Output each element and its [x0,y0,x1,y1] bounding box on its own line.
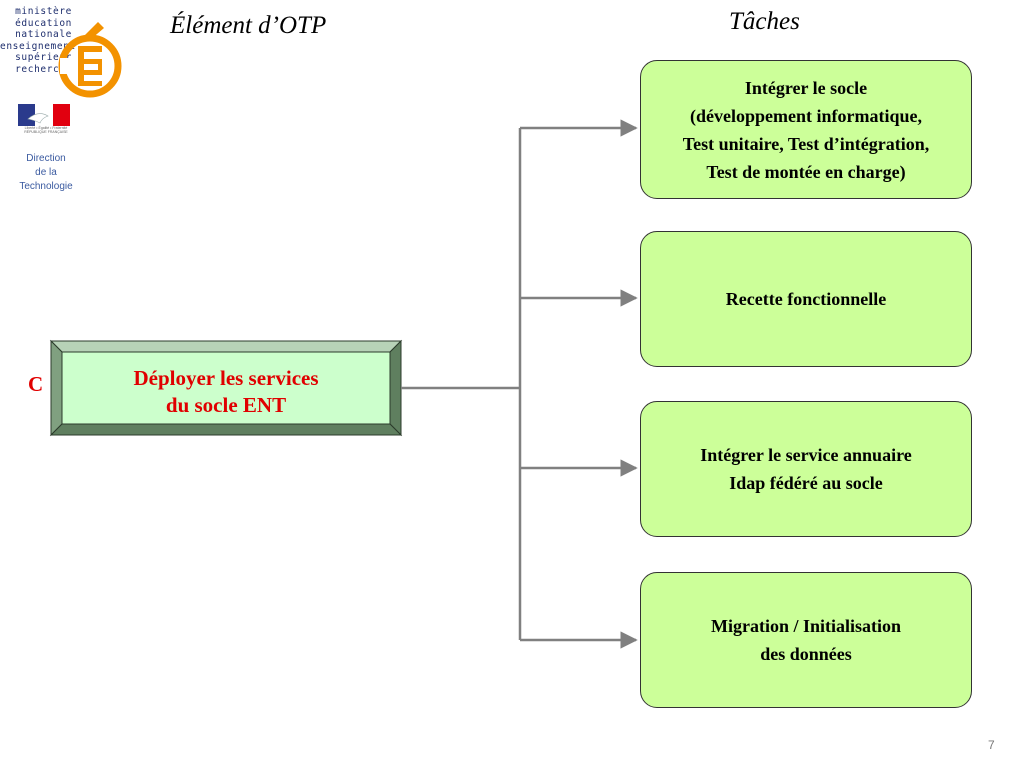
task-line: Idap fédéré au socle [729,473,883,493]
task-line: Intégrer le service annuaire [700,445,912,465]
direction-line: Direction [26,153,66,164]
task-box-integrer-socle: Intégrer le socle (développement informa… [640,60,972,199]
logo-line: enseignement [0,40,76,52]
task-box-migration: Migration / Initialisation des données [640,572,972,708]
otp-element-header: Élément d’OTP [170,12,327,39]
task-line: Test unitaire, Test d’intégration, [682,133,930,154]
task-line: (développement informatique, [690,105,922,126]
logo-line: éducation [15,17,72,29]
task-line: Recette fonctionnelle [725,289,887,309]
main-element-label: Déployer les services du socle ENT [62,361,390,423]
direction-line: de la [35,167,57,178]
main-bevel-box [49,339,403,437]
logo-line: supérieur [15,52,72,64]
logo-line: nationale [15,29,72,41]
ministry-logo-text: ministère éducation nationale enseigneme… [0,6,76,76]
logo-line: ministère [15,6,72,17]
logo-line: recherche [15,63,72,75]
task-line: Migration / Initialisation [710,616,901,636]
main-line: du socle ENT [165,393,287,417]
task-line: des données [760,644,852,664]
ministry-logo-e-icon [58,22,122,98]
page-number: 7 [988,738,995,752]
task-box-recette: Recette fonctionnelle [640,231,972,367]
republique-francaise-logo-icon [18,104,70,126]
task-line: Intégrer le socle [744,77,868,98]
task-line: Test de montée en charge) [706,161,906,182]
direction-line: Technologie [19,181,73,192]
otp-element-letter: C [28,372,44,396]
tasks-header: Tâches [729,8,800,35]
task-box-annuaire: Intégrer le service annuaire Idap fédéré… [640,401,972,537]
direction-technologie-label: Direction de la Technologie [8,152,84,194]
main-line: Déployer les services [133,366,319,390]
republique-francaise-caption: Liberté • Égalité • Fraternité RÉPUBLIQU… [24,126,68,134]
